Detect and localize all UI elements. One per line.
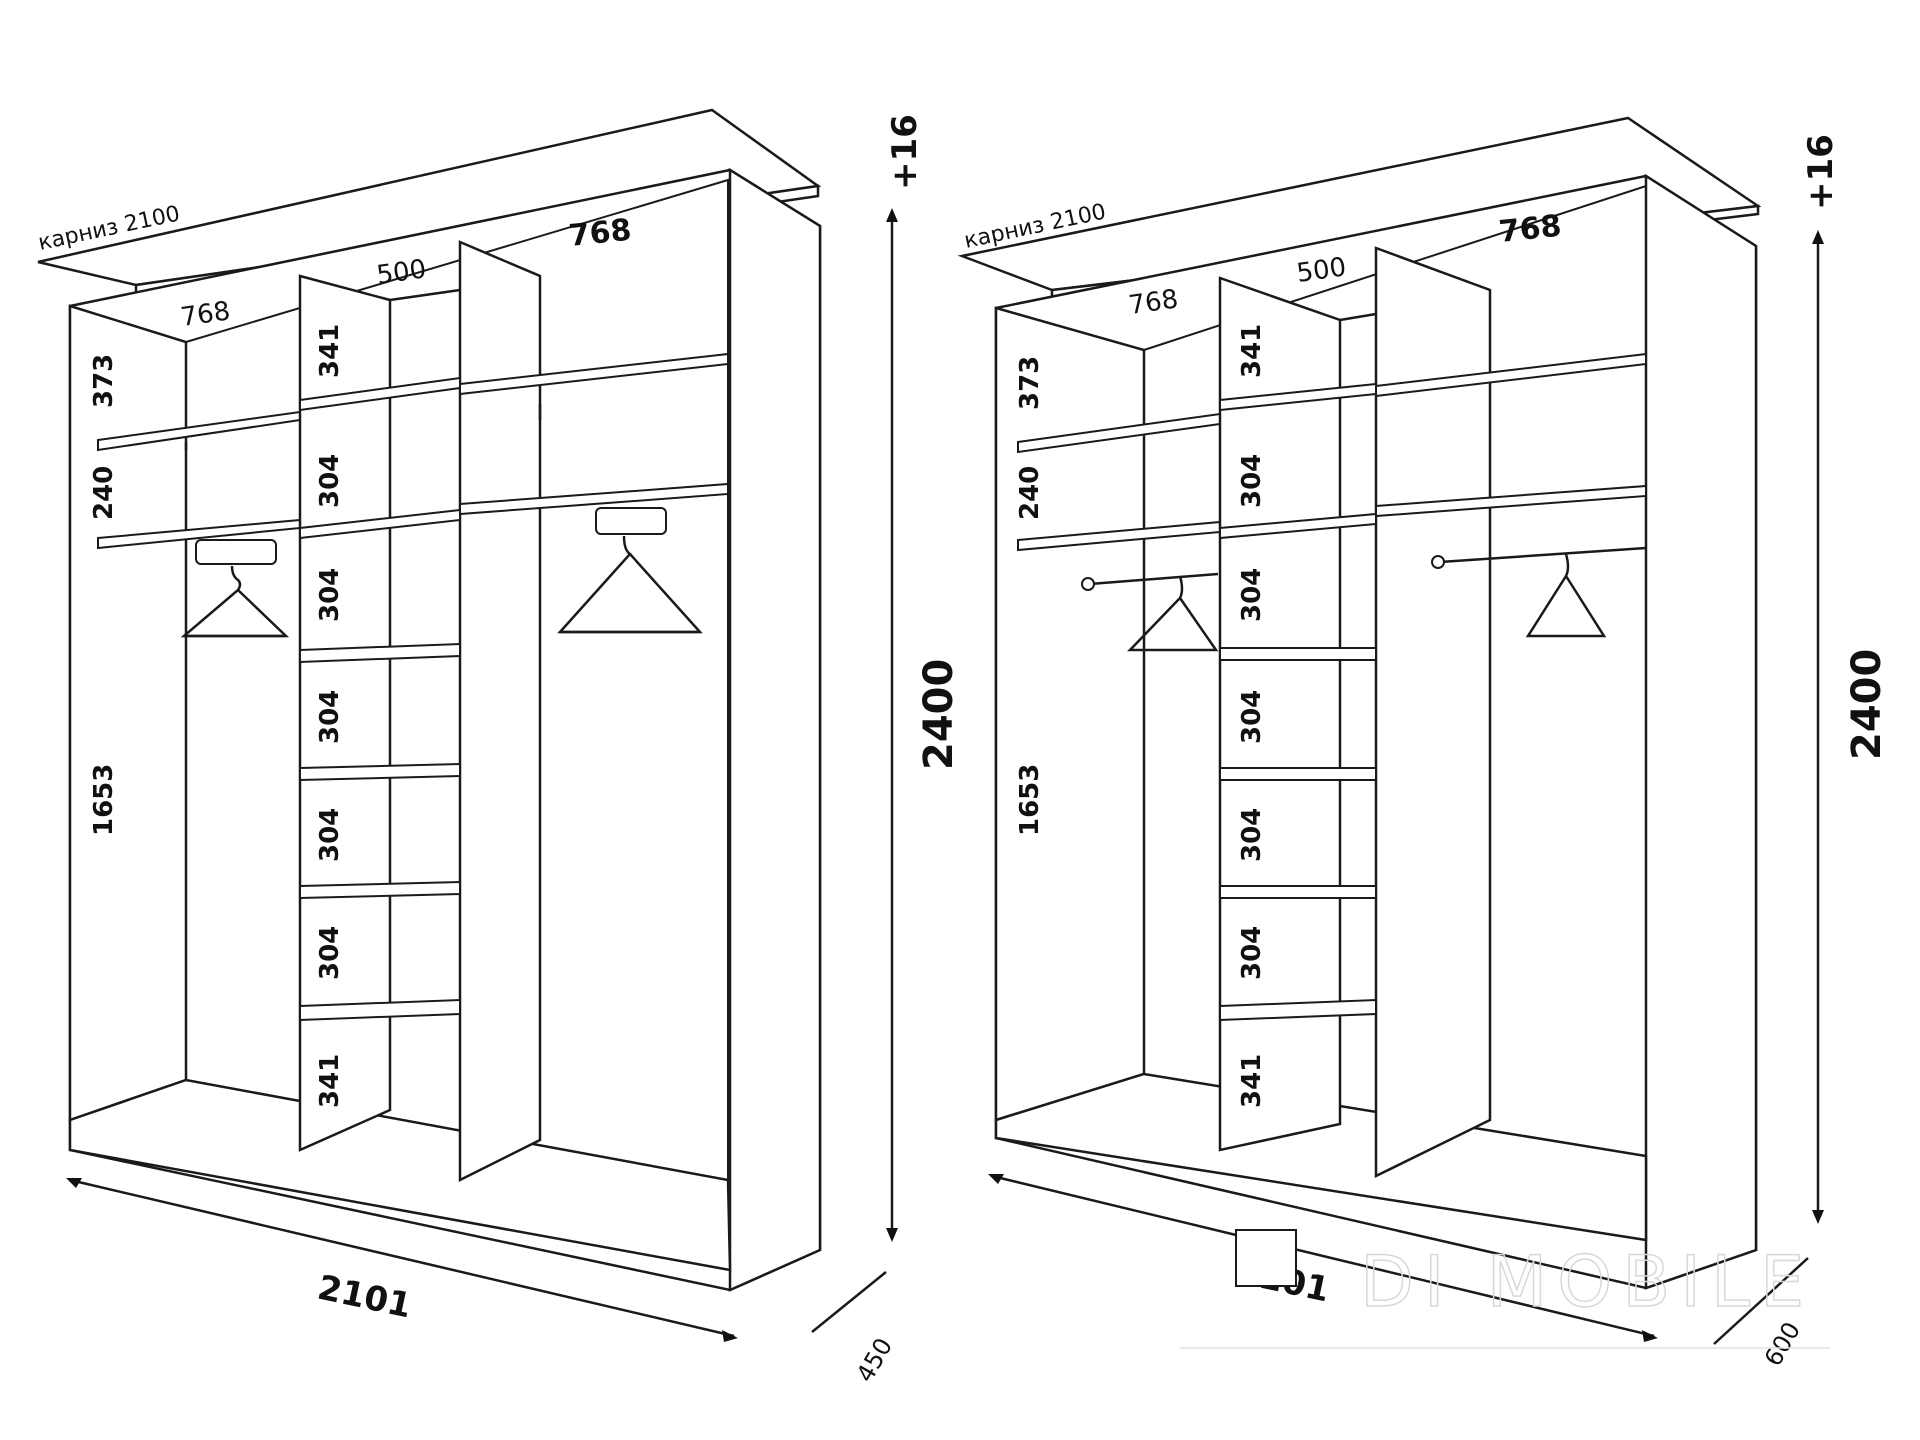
svg-text:304: 304 (315, 926, 345, 980)
svg-text:240: 240 (89, 466, 119, 520)
top-width-right-1: 768 (1127, 284, 1180, 321)
rod-right (1439, 546, 1647, 564)
wardrobe-right (957, 116, 1824, 1345)
watermark-logo (1235, 1229, 1297, 1287)
rod-left (1089, 572, 1219, 586)
svg-text:304: 304 (315, 690, 345, 744)
svg-text:341: 341 (315, 1054, 345, 1108)
svg-text:240: 240 (1015, 466, 1045, 520)
hanger-icon (1525, 553, 1607, 638)
svg-text:341: 341 (315, 324, 345, 378)
svg-text:304: 304 (1237, 690, 1267, 744)
svg-text:341: 341 (1237, 324, 1267, 378)
svg-text:1653: 1653 (1015, 764, 1045, 836)
height-label-left: 2400 (916, 659, 962, 770)
cornice-height-label-right: +16 (1801, 134, 1841, 210)
depth-label-left: 450 (851, 1333, 898, 1387)
hanger-icon (180, 539, 290, 638)
svg-text:373: 373 (89, 354, 119, 408)
hanger-icon (557, 507, 703, 634)
svg-text:304: 304 (315, 568, 345, 622)
svg-text:304: 304 (1237, 808, 1267, 862)
svg-text:304: 304 (1237, 926, 1267, 980)
top-width-right-2: 500 (1295, 252, 1348, 289)
depth-label-right: 600 (1759, 1317, 1806, 1371)
watermark: DI MOBILE (1180, 1229, 1830, 1349)
svg-text:304: 304 (315, 454, 345, 508)
width-label-left: 2101 (314, 1268, 415, 1327)
top-width-left-1: 768 (179, 296, 232, 333)
svg-text:304: 304 (1237, 454, 1267, 508)
hanger-icon (1127, 575, 1219, 652)
top-width-right-3: 768 (1497, 209, 1563, 250)
cornice-height-label-left: +16 (885, 114, 925, 190)
top-width-left-2: 500 (375, 254, 428, 291)
svg-text:1653: 1653 (89, 764, 119, 836)
wardrobe-left (37, 108, 898, 1342)
svg-text:304: 304 (315, 808, 345, 862)
top-width-left-3: 768 (567, 213, 633, 254)
svg-text:341: 341 (1237, 1054, 1267, 1108)
svg-text:304: 304 (1237, 568, 1267, 622)
height-label-right: 2400 (1844, 649, 1890, 760)
svg-text:373: 373 (1015, 356, 1045, 410)
watermark-text: DI MOBILE (1360, 1241, 1814, 1323)
